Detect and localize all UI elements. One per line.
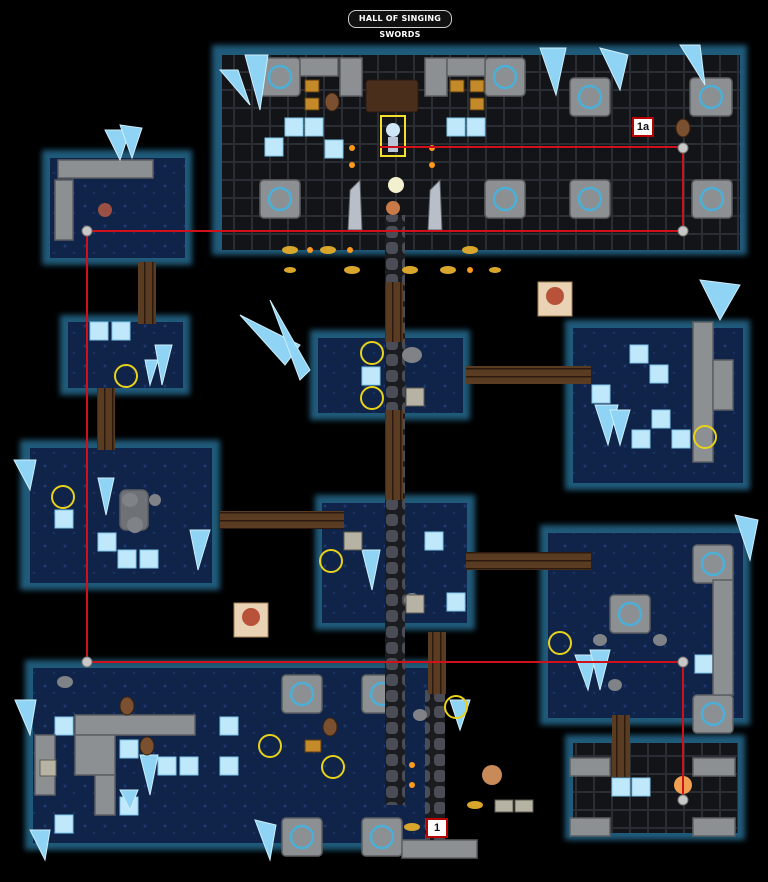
hero-figure-icon bbox=[386, 201, 400, 215]
rune-tile-icon bbox=[39, 387, 534, 813]
search-circle-icon bbox=[51, 341, 717, 779]
map-title: HALL OF SINGING SWORDS bbox=[348, 10, 452, 39]
tapestry bbox=[365, 79, 419, 113]
central-corridor bbox=[385, 215, 405, 805]
treasure-chest-icon bbox=[304, 79, 485, 753]
knot-medallions bbox=[267, 64, 726, 850]
ice-tiles bbox=[54, 117, 714, 834]
dwarf-hero-icon bbox=[482, 765, 502, 785]
marker-1: 1 bbox=[426, 818, 448, 838]
route-line bbox=[86, 146, 684, 800]
boss-figure-icon bbox=[386, 123, 400, 137]
ghost-figure-icon bbox=[98, 203, 112, 217]
lower-corridor bbox=[425, 690, 445, 840]
wooden-bridges bbox=[97, 262, 630, 777]
gold-pile-icon bbox=[282, 246, 501, 831]
barrel-icon bbox=[119, 92, 691, 756]
monster-token-icon bbox=[233, 281, 573, 638]
compass-icon bbox=[388, 177, 404, 193]
route-node-icon bbox=[81, 142, 689, 806]
marker-1a: 1a bbox=[632, 117, 654, 137]
yellow-highlight-box bbox=[380, 115, 406, 157]
ice-crystal-icon bbox=[13, 44, 759, 862]
